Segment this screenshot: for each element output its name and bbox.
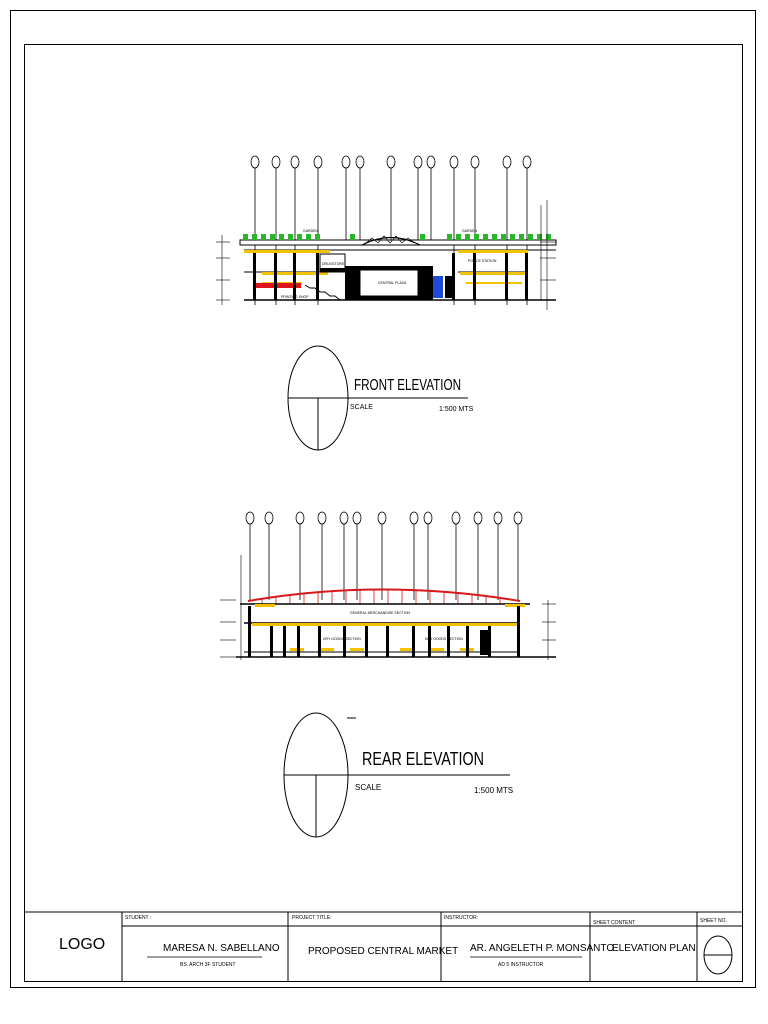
rear-label-gm-section: GENERAL MERCHANDISE SECTION [350,611,410,615]
logo-placeholder: LOGO [59,936,106,953]
rear-elevation-scale-label: SCALE [355,783,381,792]
front-elevation-scale-value: 1:500 MTS [439,406,474,413]
sheet-content-label: SHEET CONTENT [593,920,636,926]
rear-label-dry-goods-right: DRY GOODS SECTION [425,637,463,641]
rear-grid-bubbles [245,511,523,600]
rear-elevation-drawing [220,511,556,660]
student-label: STUDENT : [125,915,152,921]
front-label-central-plaza: CENTRAL PLAZA [378,281,407,285]
front-elevation-title-symbol [287,345,468,451]
project-label: PROJECT TITLE: [292,915,332,921]
sheet-inner-border [24,44,743,982]
front-roof-garden-plants [243,234,551,240]
front-label-printing-shop: PRINTING SHOP [281,295,309,299]
sheet-content: ELEVATION PLAN [612,943,696,954]
front-label-drugstore: DRUGSTORE [322,262,345,266]
instructor-label: INSTRUCTOR: [444,915,479,921]
rear-elevation-scale-value: 1:500 MTS [474,786,513,795]
front-label-police-station: POLICE STATION [468,259,497,263]
student-sub: BS. ARCH 3F STUDENT [180,962,236,968]
instructor-sub: AD 5 INSTRUCTOR [498,962,544,968]
front-label-garden-right: GARDEN [462,229,477,233]
rear-elevation-title: REAR ELEVATION [362,749,484,769]
instructor-name: AR. ANGELETH P. MONSANTO [470,943,615,954]
front-elevation-title: FRONT ELEVATION [354,377,461,394]
front-elevation-drawing [216,155,557,310]
title-block [24,911,743,982]
sheet-outer-border [10,10,756,988]
student-name: MARESA N. SABELLANO [163,943,280,954]
front-label-garden-left: GARDEN [303,229,318,233]
front-elevation-scale-label: SCALE [350,404,373,411]
rear-elevation-title-symbol [283,712,510,838]
sheet-no-label: SHEET NO. [700,918,727,924]
rear-label-dry-goods-left: DRY GOODS SECTION [323,637,361,641]
project-title: PROPOSED CENTRAL MARKET [308,946,459,957]
